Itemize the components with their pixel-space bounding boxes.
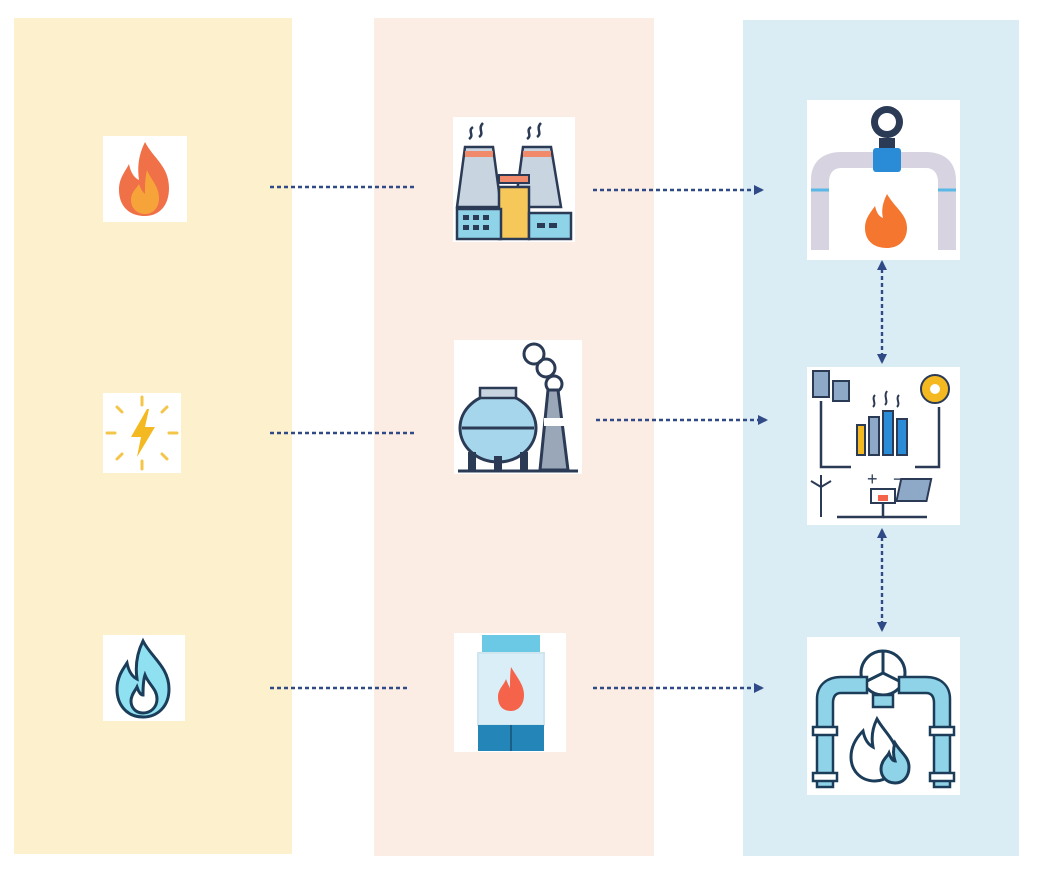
gas-flame-icon xyxy=(103,635,185,721)
svg-text:+: + xyxy=(867,469,878,489)
lightning-icon xyxy=(103,393,181,473)
svg-text:−: − xyxy=(893,469,904,489)
energy-hub-icon: + − xyxy=(807,367,960,525)
gas-pipeline-icon xyxy=(807,637,960,795)
gas-cylinder-icon xyxy=(454,633,566,752)
heat-pipeline-icon xyxy=(807,100,960,260)
flame-icon xyxy=(103,136,187,222)
gas-storage-plant-icon xyxy=(454,340,582,474)
power-plant-icon xyxy=(453,117,575,242)
